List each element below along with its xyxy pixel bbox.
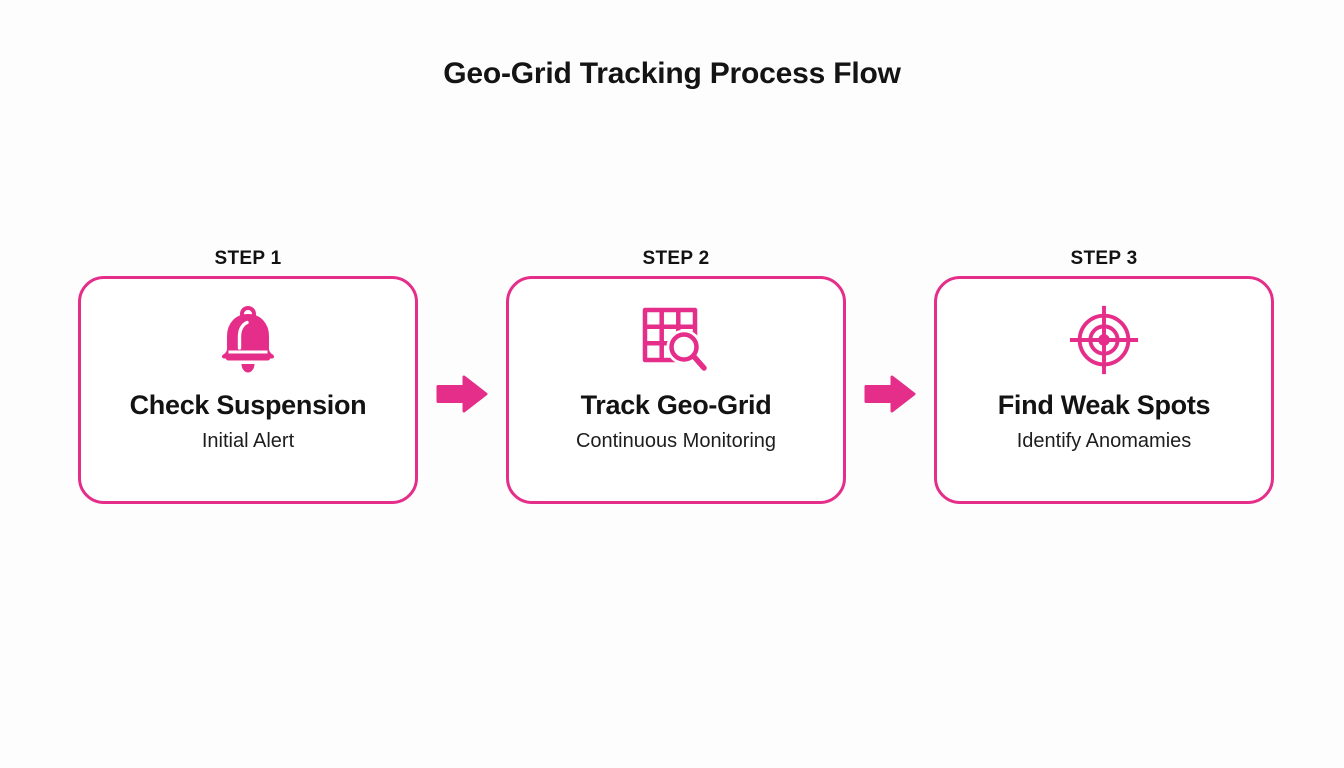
- step-subtitle-3: Identify Anomamies: [1016, 430, 1192, 452]
- flow-arrow-2-to-3: [847, 248, 933, 510]
- step-title-3: Find Weak Spots: [997, 390, 1211, 420]
- step-card-1[interactable]: Check Suspension Initial Alert: [78, 276, 418, 504]
- step-label-3: STEP 3: [1070, 248, 1138, 269]
- step-label-2: STEP 2: [642, 248, 710, 269]
- flow-arrow-1-to-2: [419, 248, 505, 510]
- step-title-1: Check Suspension: [129, 390, 367, 420]
- right-arrow-icon: [864, 375, 916, 413]
- target-crosshair-icon: [1067, 303, 1141, 377]
- bell-icon: [211, 303, 285, 377]
- grid-search-icon: [639, 303, 713, 377]
- step-card-3[interactable]: Find Weak Spots Identify Anomamies: [934, 276, 1274, 504]
- step-label-1: STEP 1: [214, 248, 282, 269]
- step-subtitle-1: Initial Alert: [201, 430, 295, 452]
- page-title: Geo-Grid Tracking Process Flow: [443, 57, 901, 90]
- process-step-1: STEP 1 Check Suspension Initia: [78, 248, 418, 504]
- process-step-2: STEP 2: [506, 248, 846, 504]
- process-step-3: STEP 3 Find Weak Spots Identify Anomamie…: [934, 248, 1274, 504]
- step-subtitle-2: Continuous Monitoring: [575, 430, 777, 452]
- process-flow-diagram: STEP 1 Check Suspension Initia: [78, 248, 1274, 510]
- right-arrow-icon: [436, 375, 488, 413]
- step-title-2: Track Geo-Grid: [580, 390, 772, 420]
- step-card-2[interactable]: Track Geo-Grid Continuous Monitoring: [506, 276, 846, 504]
